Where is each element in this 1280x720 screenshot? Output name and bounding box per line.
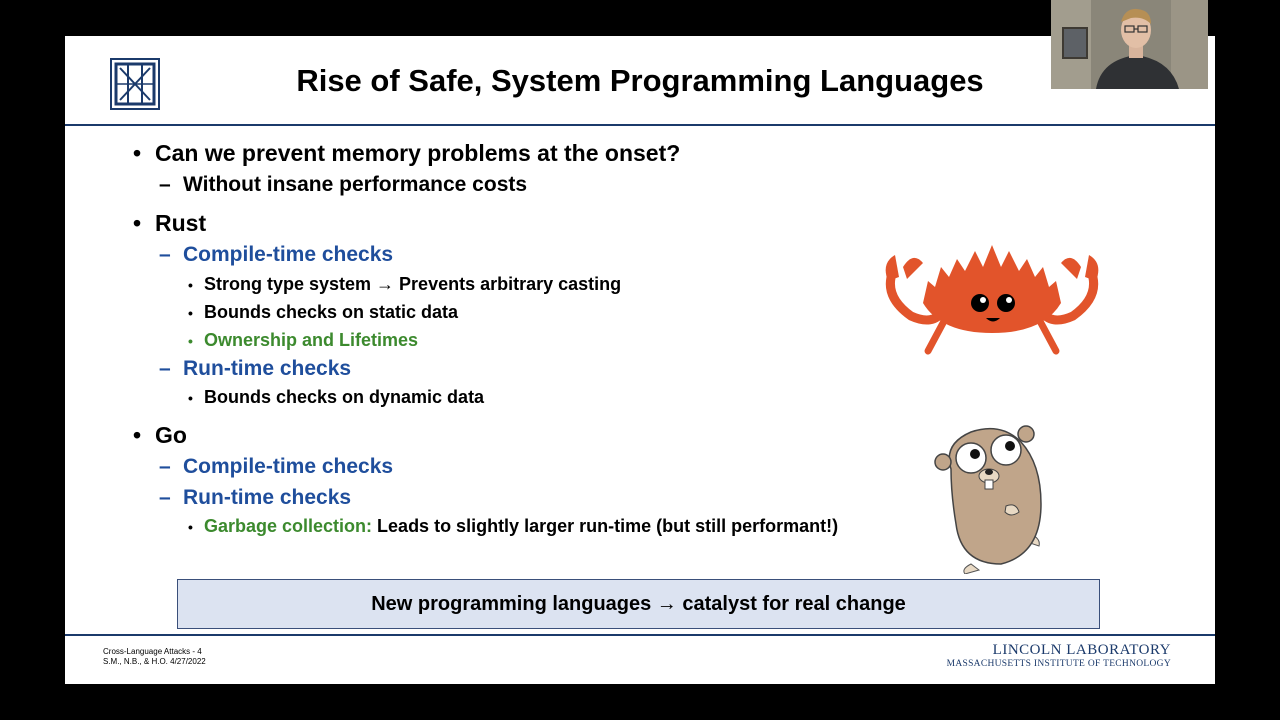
- bullet-marker: –: [159, 455, 171, 478]
- bullet-level-2: –Run-time checks: [159, 486, 352, 510]
- bullet-text: Run-time checks: [183, 486, 352, 509]
- slide: Rise of Safe, System Programming Languag…: [65, 36, 1215, 684]
- bullet-marker: •: [188, 390, 193, 406]
- footer-line-2: S.M., N.B., & H.O. 4/27/2022: [103, 657, 206, 666]
- bullet-text: Can we prevent memory problems at the on…: [155, 140, 681, 166]
- presenter-icon: [1051, 0, 1208, 89]
- bullet-marker: •: [188, 277, 193, 293]
- bullet-level-1: • Can we prevent memory problems at the o…: [133, 140, 681, 167]
- bullet-text: Go: [155, 422, 187, 448]
- bullet-text: Strong type system → Prevents arbitrary …: [204, 274, 622, 294]
- slide-title: Rise of Safe, System Programming Languag…: [296, 63, 984, 98]
- bullet-level-2: –Without insane performance costs: [159, 173, 528, 197]
- bullet-level-3: • Bounds checks on dynamic data: [188, 387, 485, 408]
- bullet-marker: •: [133, 422, 142, 448]
- bullet-label: Garbage collection:: [204, 516, 373, 536]
- footer-divider: [65, 634, 1215, 636]
- bullet-marker: –: [159, 243, 171, 266]
- bullet-text: Bounds checks on static data: [204, 302, 459, 322]
- bullet-marker: •: [188, 519, 193, 535]
- bullet-marker: •: [188, 305, 193, 321]
- slide-footer-info: Cross-Language Attacks - 4 S.M., N.B., &…: [103, 647, 206, 667]
- bullet-level-3: • Garbage collection: Leads to slightly l…: [188, 516, 839, 537]
- bullet-level-1: • Rust: [133, 210, 207, 237]
- ferris-crab-image: [885, 245, 1099, 355]
- bullet-text: Compile-time checks: [183, 243, 394, 266]
- bullet-level-2: –Compile-time checks: [159, 455, 394, 479]
- bullet-text: Run-time checks: [183, 357, 352, 380]
- bullet-text: Ownership and Lifetimes: [204, 330, 419, 350]
- mit-ll-logo-icon: [110, 58, 160, 110]
- bullet-text: Without insane performance costs: [183, 173, 528, 196]
- bullet-level-2: –Compile-time checks: [159, 243, 394, 267]
- bullet-marker: •: [133, 210, 142, 236]
- footer-line-1: Cross-Language Attacks - 4: [103, 647, 202, 656]
- bullet-marker: –: [159, 173, 171, 196]
- bullet-level-2: –Run-time checks: [159, 357, 352, 381]
- bullet-level-3: • Ownership and Lifetimes: [188, 330, 419, 351]
- lab-wordmark: LINCOLN LABORATORY MASSACHUSETTS INSTITU…: [947, 642, 1171, 669]
- bullet-marker: •: [188, 333, 193, 349]
- bullet-text: Leads to slightly larger run-time (but s…: [372, 516, 839, 536]
- bullet-level-3: • Bounds checks on static data: [188, 302, 459, 323]
- webcam-presenter-image: [1051, 0, 1208, 89]
- bullet-marker: –: [159, 486, 171, 509]
- bullet-marker: •: [133, 140, 142, 166]
- bullet-marker: –: [159, 357, 171, 380]
- title-divider: [65, 124, 1215, 126]
- bullet-text: Bounds checks on dynamic data: [204, 387, 485, 407]
- bullet-level-3: • Strong type system → Prevents arbitrary…: [188, 274, 622, 295]
- bullet-text: Rust: [155, 210, 207, 236]
- bullet-level-1: • Go: [133, 422, 187, 449]
- go-gopher-image: [934, 425, 1042, 574]
- lab-name: LINCOLN LABORATORY: [992, 642, 1171, 658]
- bullet-text: Compile-time checks: [183, 455, 394, 478]
- callout-box: New programming languages → catalyst for…: [177, 579, 1100, 629]
- lab-subtitle: MASSACHUSETTS INSTITUTE OF TECHNOLOGY: [946, 659, 1171, 669]
